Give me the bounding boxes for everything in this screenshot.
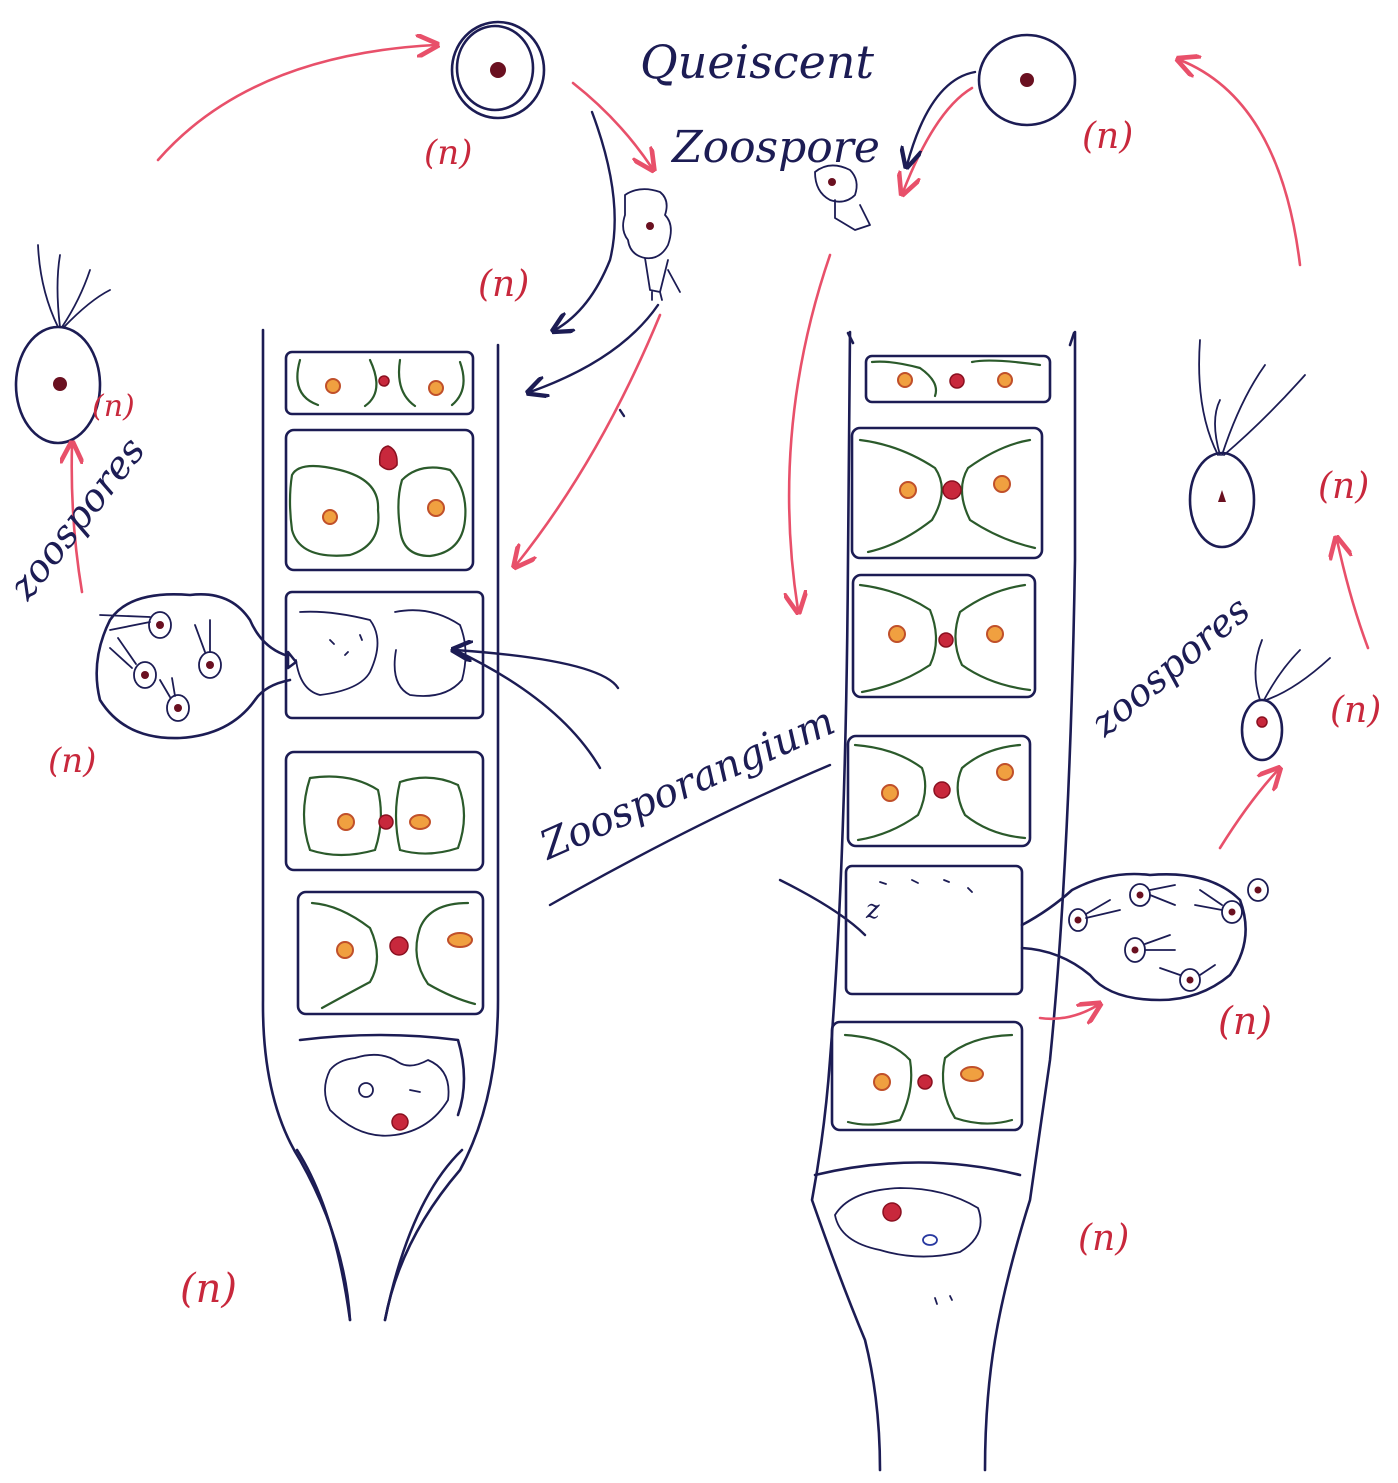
ploidy-label-pouch-left: (n) bbox=[48, 741, 96, 781]
left-cell-3-zoosporangium bbox=[286, 592, 483, 718]
right-cell-1 bbox=[866, 356, 1050, 402]
zoospores-label-left: zoospores bbox=[0, 429, 154, 609]
zoospores-label-right: zoospores bbox=[1082, 587, 1259, 745]
zoosporangium-label: Zoosporangium bbox=[532, 698, 842, 870]
ploidy-label-quiescent-right: (n) bbox=[1082, 116, 1133, 157]
ploidy-label-pouch-right: (n) bbox=[1218, 999, 1272, 1043]
right-pouch-zoospore bbox=[1248, 879, 1268, 901]
right-free-zoospore-upper bbox=[1190, 340, 1305, 547]
left-pouch-zoospore bbox=[195, 620, 221, 678]
quiescent-zoospore-right bbox=[979, 35, 1075, 125]
right-filament: z bbox=[812, 332, 1330, 1470]
ploidy-label-quiescent-left: (n) bbox=[424, 133, 472, 173]
left-cell-2 bbox=[286, 430, 473, 570]
right-cell-3 bbox=[853, 575, 1035, 697]
right-cell-5-empty-zoosporangium: z bbox=[846, 866, 1022, 994]
quiescent-label-line1: Queiscent bbox=[640, 35, 874, 89]
right-free-zoospore-lower bbox=[1242, 640, 1330, 760]
ploidy-label-lower-zoospore-right: (n) bbox=[1330, 690, 1381, 731]
right-pouch-zoospore bbox=[1069, 900, 1120, 931]
left-cell-4 bbox=[286, 752, 483, 870]
right-holdfast-cell bbox=[815, 1163, 1020, 1305]
ploidy-label-filament-right: (n) bbox=[1078, 1218, 1129, 1259]
left-pouch-zoospore bbox=[100, 612, 171, 638]
quiescent-label-line2: Zoospore bbox=[670, 122, 880, 173]
germling-left bbox=[623, 189, 680, 300]
left-cell-5 bbox=[298, 892, 483, 1014]
germling-right bbox=[815, 165, 870, 230]
right-pouch-zoospore bbox=[1160, 965, 1215, 991]
ploidy-label-free-zoospore-right: (n) bbox=[1318, 466, 1369, 507]
right-cell-4 bbox=[848, 736, 1030, 846]
cycle-arrows bbox=[72, 45, 1368, 1019]
quiescent-zoospore-left bbox=[452, 22, 544, 118]
ploidy-label-filament-left: (n) bbox=[180, 1266, 237, 1312]
left-cell-1 bbox=[286, 352, 473, 414]
text-labels: Queiscent Zoospore zoospores zoospores Z… bbox=[0, 35, 1381, 1312]
left-pouch-zoospore bbox=[110, 638, 156, 688]
right-cell-6 bbox=[832, 1022, 1022, 1130]
left-zoospore-release-pouch bbox=[97, 594, 290, 738]
left-pouch-zoospore bbox=[160, 678, 189, 721]
right-zoospore-release-pouch bbox=[1022, 874, 1268, 1000]
left-holdfast-cell bbox=[300, 1035, 464, 1136]
left-filament bbox=[16, 245, 498, 1320]
right-cell-2 bbox=[852, 428, 1042, 558]
right-pouch-zoospore bbox=[1125, 935, 1175, 962]
zoosporangium-z-mark: z bbox=[865, 895, 880, 925]
right-pouch-zoospore bbox=[1130, 884, 1175, 906]
ploidy-label-germling-left: (n) bbox=[478, 264, 529, 305]
ploidy-label-free-zoospore-left: (n) bbox=[92, 389, 135, 424]
